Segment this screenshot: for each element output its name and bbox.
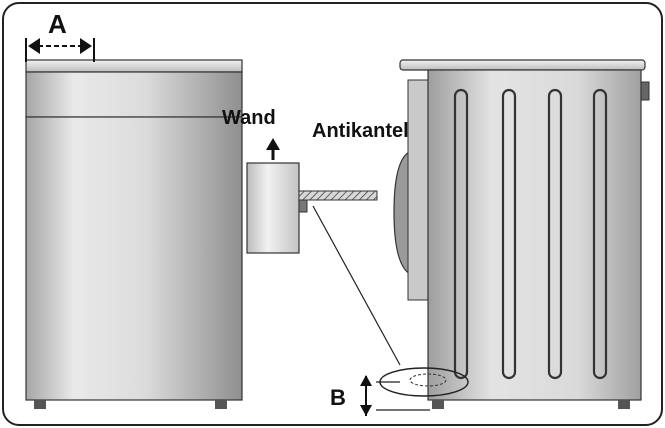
anti-tip-bracket — [298, 190, 401, 366]
dimension-a-indicator — [25, 38, 95, 62]
side-foot-rear — [618, 400, 630, 409]
dimension-b-indicator — [360, 375, 372, 416]
side-foot-front — [432, 400, 444, 409]
wall-arrow-head — [266, 138, 280, 150]
machine-foot-right — [215, 400, 227, 409]
bracket-engagement-detail — [376, 367, 469, 411]
wall-block — [246, 162, 300, 254]
machine-foot-left — [34, 400, 46, 409]
bracket-hook — [298, 199, 308, 213]
side-rib-3 — [547, 88, 563, 380]
label-wall: Wand — [222, 107, 276, 129]
machine-front-view — [25, 59, 243, 409]
machine-top-panel — [25, 59, 243, 73]
side-rib-2 — [501, 88, 517, 380]
side-front-edge — [407, 79, 429, 301]
label-dimension-a: A — [48, 9, 67, 39]
bracket-bar — [298, 190, 378, 201]
side-body — [427, 69, 642, 401]
rear-knob — [640, 81, 650, 101]
machine-side-view — [393, 59, 650, 409]
label-dimension-b: B — [330, 385, 346, 410]
side-rib-1 — [453, 88, 469, 380]
bracket-leader-line — [312, 205, 401, 366]
side-rib-4 — [592, 88, 608, 380]
side-top — [399, 59, 646, 71]
machine-front-body — [25, 116, 243, 401]
machine-control-panel — [25, 71, 243, 118]
